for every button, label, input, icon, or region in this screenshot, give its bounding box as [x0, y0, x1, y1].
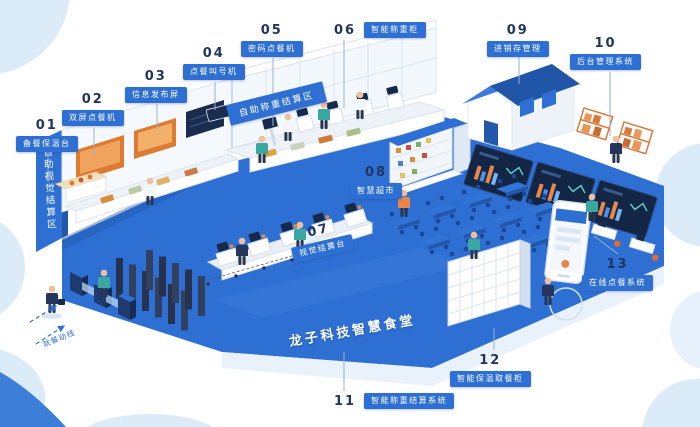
callout-08-label: 智慧超市: [350, 183, 402, 199]
callout-05-label: 密码点餐机: [241, 41, 303, 57]
callout-13-number: 13: [606, 257, 629, 272]
callout-06-label: 智能称重柜: [364, 22, 426, 38]
callout-12: 12 智能保温取餐柜: [450, 354, 531, 387]
callout-05: 05 密码点餐机: [241, 24, 303, 57]
callout-01-number: 01: [35, 118, 58, 133]
supermarket-kiosk: [386, 118, 471, 208]
callout-06: 06 智能称重柜: [334, 22, 426, 38]
callout-05-number: 05: [260, 23, 283, 38]
callout-03-label: 信息发布屏: [125, 87, 187, 103]
people: [42, 91, 622, 319]
callout-12-label: 智能保温取餐柜: [450, 371, 531, 387]
callout-06-number: 06: [334, 22, 357, 38]
callout-13: 13 在线点餐系统: [582, 258, 653, 291]
callout-10-label: 后台管理系统: [570, 54, 641, 70]
callout-11-label: 智能称重结算系统: [364, 393, 455, 409]
callout-12-number: 12: [479, 353, 502, 368]
callout-10: 10 后台管理系统: [570, 37, 641, 70]
warehouse-building: [462, 64, 580, 151]
callout-13-label: 在线点餐系统: [582, 275, 653, 291]
phone-mockup: [544, 200, 592, 321]
callout-09-label: 进销存管理: [487, 41, 549, 57]
pickup-locker: [446, 239, 532, 327]
callout-11: 11 智能称重结算系统: [334, 393, 455, 409]
callout-04-label: 点餐叫号机: [183, 64, 245, 80]
callout-04-number: 04: [202, 46, 225, 61]
warming-table: [54, 171, 108, 204]
tray-shelves: [116, 250, 205, 331]
callout-02-number: 02: [81, 92, 104, 107]
route-arrows: [29, 305, 66, 345]
callout-09: 09 进销存管理: [487, 24, 549, 57]
callout-01: 01 备餐保温台: [16, 119, 78, 152]
callout-03-number: 03: [144, 69, 167, 84]
callout-04: 04 点餐叫号机: [183, 47, 245, 80]
callout-08-number: 08: [364, 165, 388, 180]
callout-02: 02 双屏点餐机: [62, 93, 124, 126]
callout-09-number: 09: [506, 23, 529, 38]
menu-screens: [76, 100, 224, 182]
order-kiosk: [262, 116, 278, 146]
storage-racks: [576, 107, 654, 155]
serving-counter: [224, 101, 446, 173]
callout-10-number: 10: [594, 36, 617, 51]
callout-03: 03 信息发布屏: [125, 70, 187, 103]
turnstile-gates: [70, 269, 136, 320]
callout-07-number: 07: [306, 220, 331, 241]
callout-11-number: 11: [334, 393, 357, 409]
callout-01-label: 备餐保温台: [16, 136, 78, 152]
callout-02-label: 双屏点餐机: [62, 110, 124, 126]
callout-08: 08 智慧超市: [350, 166, 402, 199]
